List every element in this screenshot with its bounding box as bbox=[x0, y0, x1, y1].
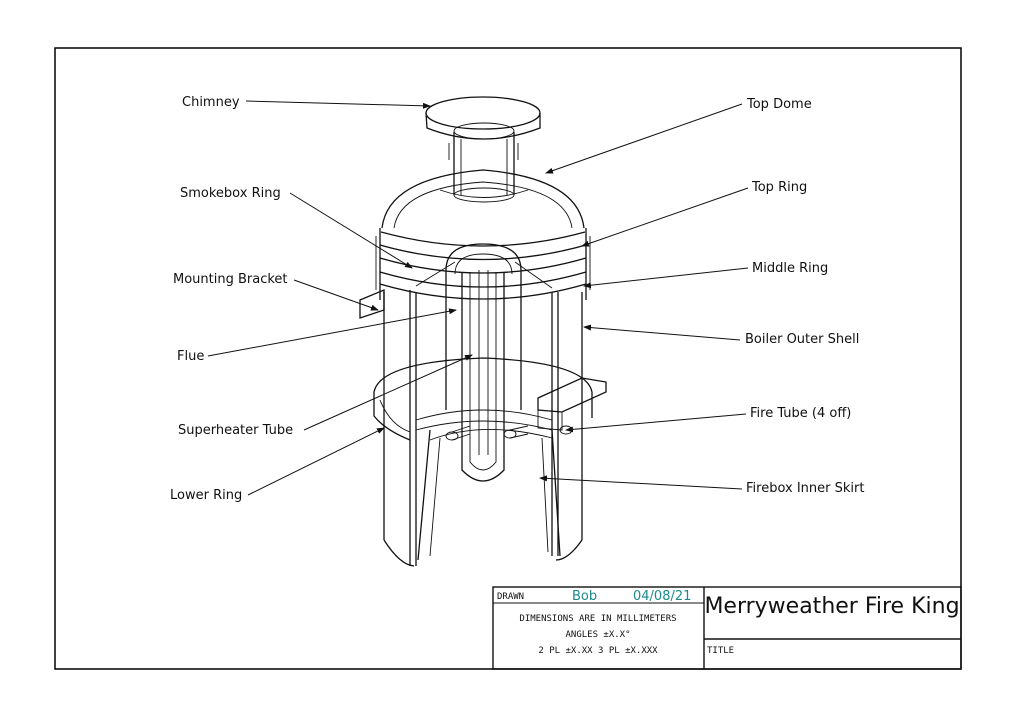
tolerance-note: 2 PL ±X.XX 3 PL ±X.XXX bbox=[538, 646, 658, 656]
label-smokebox-ring: Smokebox Ring bbox=[180, 186, 281, 201]
label-mounting-bracket: Mounting Bracket bbox=[173, 272, 288, 287]
title-label: TITLE bbox=[707, 646, 734, 656]
leader-lines bbox=[207, 100, 749, 496]
drawn-label: DRAWN bbox=[497, 592, 524, 602]
label-lower-ring: Lower Ring bbox=[170, 488, 242, 503]
flue-part bbox=[445, 243, 522, 482]
part-labels: Chimney Top Dome Smokebox Ring Top Ring … bbox=[170, 95, 864, 503]
dimensions-note: DIMENSIONS ARE IN MILLIMETERS bbox=[519, 614, 676, 624]
firebox-skirt-part bbox=[417, 429, 561, 561]
mounting-brackets-part bbox=[359, 289, 607, 431]
label-flue: Flue bbox=[177, 349, 204, 364]
label-superheater-tube: Superheater Tube bbox=[178, 423, 293, 438]
drawn-by: Bob bbox=[572, 589, 597, 604]
chimney-part bbox=[425, 96, 541, 203]
top-dome-part bbox=[381, 169, 585, 229]
boiler-assembly bbox=[359, 96, 607, 567]
drawing-title: Merryweather Fire King bbox=[704, 594, 959, 619]
lower-ring-part bbox=[373, 357, 593, 441]
label-middle-ring: Middle Ring bbox=[752, 261, 828, 276]
label-fire-tube: Fire Tube (4 off) bbox=[750, 406, 851, 421]
title-block: DRAWN Bob 04/08/21 DIMENSIONS ARE IN MIL… bbox=[492, 586, 962, 670]
ring-stack bbox=[375, 228, 591, 300]
outer-shell-part bbox=[383, 261, 583, 567]
drawing-date: 04/08/21 bbox=[633, 589, 691, 604]
angles-note: ANGLES ±X.X° bbox=[565, 630, 630, 640]
label-boiler-outer-shell: Boiler Outer Shell bbox=[745, 332, 859, 347]
label-top-ring: Top Ring bbox=[751, 180, 807, 195]
label-top-dome: Top Dome bbox=[746, 97, 812, 112]
label-firebox-inner-skirt: Firebox Inner Skirt bbox=[746, 481, 864, 496]
label-chimney: Chimney bbox=[182, 95, 240, 110]
